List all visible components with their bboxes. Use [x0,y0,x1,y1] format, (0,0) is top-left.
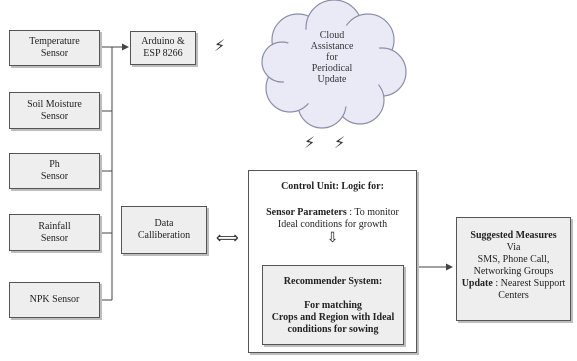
temperature-sensor-line1: Temperature [29,36,80,47]
suggested-title: Suggested Measures [470,230,557,241]
wireless-icon: ⚡ [214,36,226,55]
rainfall-sensor-line2: Sensor [40,232,69,244]
soil-moisture-sensor-line1: Soil Moisture [27,98,82,110]
cloud-line-3: for [326,52,338,63]
recommender-line1: For matching [304,300,362,311]
suggested-measures-box: Suggested Measures Via SMS, Phone Call, … [456,217,571,321]
sensor-parameters-desc: : To monitor [346,207,399,218]
rainfall-sensor-line1: Rainfall [38,220,71,232]
recommender-system-box: Recommender System: For matching Crops a… [262,265,404,345]
soil-moisture-sensor-line2: Sensor [40,110,69,122]
cloud-line-1: Cloud [319,30,345,41]
suggested-channels: SMS, Phone Call, [477,254,550,265]
recommender-title: Recommender System: [283,276,383,287]
cloud-line-5: Update [317,74,347,85]
data-calibration-line2: Calliberation [137,230,191,241]
ph-sensor-line1: Ph [49,159,60,170]
wireless-icon: ⚡ [304,133,316,152]
double-arrow-icon: ⟺ [216,228,239,247]
sensor-parameters-text: Sensor Parameters : To monitor [249,207,416,219]
cloud-text: Cloud Assistance for Periodical Update [290,30,374,85]
suggested-via: Via [506,242,521,253]
suggested-update: Update : Nearest Support [457,278,570,290]
recommender-line3: conditions for sowing [287,324,379,335]
ph-sensor-line2: Sensor [40,171,69,182]
wireless-icon: ⚡ [334,133,346,152]
suggested-update-text: : Nearest Support [492,278,566,289]
suggested-update-label: Update [461,278,493,289]
npk-sensor-box: NPK Sensor [9,282,100,318]
suggested-centers: Centers [498,290,529,301]
suggested-groups: Networking Groups [473,266,554,277]
down-arrow-icon: ⇩ [326,230,339,246]
cloud-line-4: Periodical [311,63,353,74]
recommender-line2: Crops and Region with Ideal [271,312,395,323]
sensor-parameters-label: Sensor Parameters [266,207,347,218]
arduino-line2: ESP 8266 [143,48,183,59]
arduino-esp-box: Arduino &ESP 8266 [130,31,196,65]
control-unit-title: Control Unit: Logic for: [281,181,384,192]
npk-sensor-line1: NPK Sensor [29,294,80,305]
arduino-line1: Arduino & [141,36,185,47]
cloud-line-2: Assistance [310,41,354,52]
sensor-parameters-line2: Ideal conditions for growth [277,219,388,230]
temperature-sensor-line2: Sensor [40,48,69,59]
data-calibration-line1: Data [154,218,174,229]
